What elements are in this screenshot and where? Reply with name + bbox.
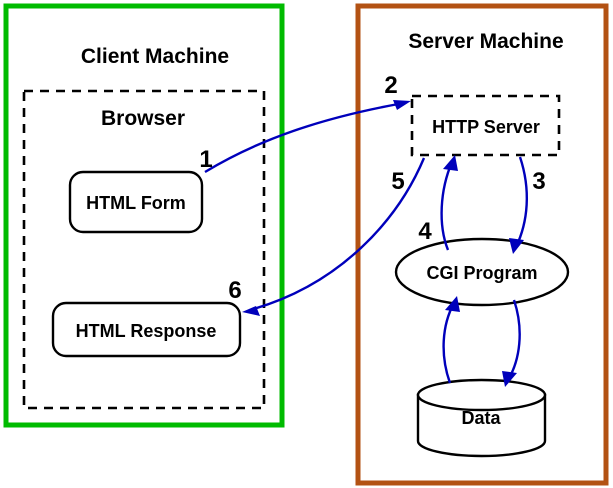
http-server-node[interactable] [410,94,561,157]
client-machine-title: Client Machine [81,45,229,68]
step-label-1: 1 [199,146,212,173]
arrow-head-data-in [502,371,517,387]
step-label-2: 2 [384,72,397,99]
step-label-5: 5 [391,168,404,195]
step-label-6: 6 [228,277,241,304]
arrow-http-server-to-cgi [514,156,528,248]
arrow-head-cgi-up-in [445,296,460,312]
data-label: Data [461,408,501,428]
arrow-form-to-http-server [204,101,405,174]
arrow-head-http-server-in [443,155,458,171]
html-response-label: HTML Response [76,321,217,341]
html-form-node[interactable] [68,170,204,234]
server-machine-title: Server Machine [408,30,563,53]
arrow-cgi-to-http-server [440,161,454,251]
step-label-4: 4 [418,218,432,245]
step-label-3: 3 [532,168,545,195]
data-node[interactable] [416,378,547,458]
browser-title: Browser [101,107,185,130]
cgi-program-node[interactable] [394,237,570,307]
browser-border [22,89,266,410]
cgi-program-label: CGI Program [426,263,537,283]
html-form-label: HTML Form [86,193,186,213]
arrow-head-response-in [242,306,260,316]
arrow-http-server-to-response [249,157,426,312]
arrow-head-cgi-in [509,238,524,254]
arrow-head-http-server [393,100,411,110]
html-response-node[interactable] [51,301,242,358]
http-server-label: HTTP Server [432,117,540,137]
